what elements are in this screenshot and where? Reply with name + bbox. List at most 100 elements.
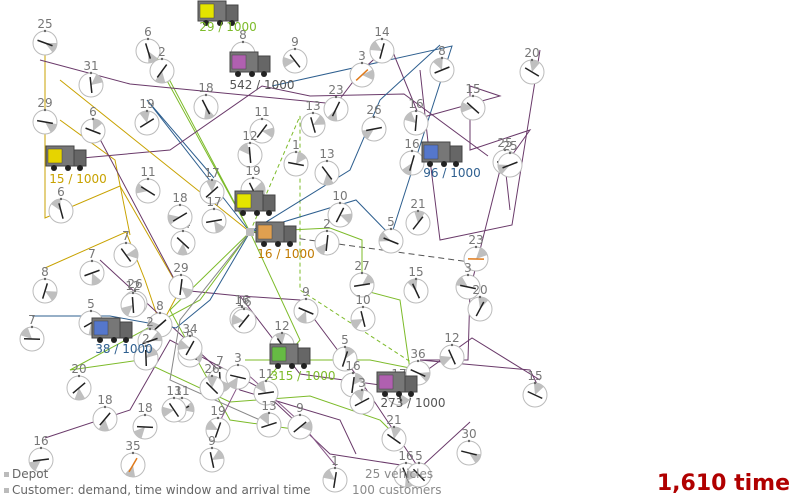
customer-point <box>131 451 135 455</box>
customer-point <box>311 111 315 115</box>
customer-demand-label: 2 <box>323 217 331 231</box>
customer-demand-label: 8 <box>438 44 446 58</box>
vehicle-truck-icon <box>269 343 311 369</box>
customer-point <box>180 396 184 400</box>
time-window-wedge <box>45 291 57 301</box>
truck-wheel <box>217 20 223 26</box>
vehicle-load-label: 29 / 1000 <box>199 20 256 34</box>
customer-node: 11 <box>249 105 275 144</box>
customer-node: 15 <box>522 369 548 408</box>
customer-node: 34 <box>177 322 203 361</box>
time-window-wedge <box>148 51 158 63</box>
customer-point <box>178 203 182 207</box>
customer-point <box>416 359 420 363</box>
customer-demand-label: 12 <box>274 319 289 333</box>
customer-point <box>158 311 162 315</box>
truck-wheel <box>261 241 267 247</box>
legend-depot: Depot <box>4 467 48 481</box>
arrival-time-hand <box>379 43 385 59</box>
arrival-time-hand <box>288 161 304 167</box>
arrival-time-hand <box>41 283 49 299</box>
truck-cargo <box>257 224 273 240</box>
customer-node: 11 <box>253 367 279 406</box>
customer-point <box>360 388 364 392</box>
customer-point <box>440 56 444 60</box>
arrival-time-hand <box>36 119 54 125</box>
customer-point <box>103 405 107 409</box>
arrival-time-hand <box>360 311 366 327</box>
truck-wheel <box>261 71 267 77</box>
customer-point <box>59 197 63 201</box>
customer-point <box>333 466 337 470</box>
arrival-time-hand <box>331 101 341 117</box>
customer-point <box>304 297 308 301</box>
customer-point <box>241 40 245 44</box>
time-window-wedge <box>239 143 250 155</box>
time-window-wedge <box>253 181 265 192</box>
customer-point <box>380 37 384 41</box>
arrival-time-hand <box>128 457 138 473</box>
customer-demand-label: 26 <box>366 103 381 117</box>
customer-node: 10 <box>350 293 376 332</box>
arrival-time-hand <box>412 468 426 482</box>
time-window-wedge <box>275 333 286 345</box>
customer-point <box>293 47 297 51</box>
customer-node: 19 <box>205 404 231 443</box>
customer-demand-label: 17 <box>204 166 219 180</box>
arrival-time-hand <box>179 278 183 296</box>
customer-node: 26 <box>199 362 225 401</box>
customer-demand-label: 13 <box>261 399 276 413</box>
customer-node: 18 <box>132 401 158 440</box>
customer-demand-label: 34 <box>182 322 197 336</box>
customer-point <box>131 291 135 295</box>
customer-demand-label: 9 <box>296 401 304 415</box>
customer-demand-label: 8 <box>239 28 247 42</box>
time-window-wedge <box>407 469 419 481</box>
time-window-wedge <box>433 58 443 70</box>
customer-point <box>148 327 152 331</box>
customer-demand-label: 3 <box>234 351 242 365</box>
customer-demand-label: 9 <box>208 434 216 448</box>
customer-point <box>414 109 418 113</box>
customer-point <box>267 411 271 415</box>
arrival-time-hand <box>310 117 316 133</box>
customer-node: 7 <box>19 313 45 352</box>
arrival-time-hand <box>354 397 370 407</box>
customer-demand-label: 17 <box>206 195 221 209</box>
customer-point <box>503 148 507 152</box>
time-window-wedge <box>351 319 363 329</box>
arrival-time-hand <box>99 412 111 426</box>
time-window-wedge <box>178 339 190 350</box>
customer-marker-icon <box>4 488 9 493</box>
vehicle-truck-icon <box>376 371 418 397</box>
truck-cargo <box>423 144 439 160</box>
customer-demand-label: 18 <box>198 81 213 95</box>
customer-demand-label: 35 <box>125 439 140 453</box>
customer-point <box>90 259 94 263</box>
time-window-wedge <box>121 305 133 316</box>
customer-node: 18 <box>193 81 219 120</box>
arrival-time-hand <box>466 102 480 114</box>
time-window-wedge <box>45 122 57 133</box>
customer-demand-label: 11 <box>174 384 189 398</box>
customer-node: 21 <box>405 197 431 236</box>
customer-node: 9 <box>282 35 308 74</box>
time-window-wedge <box>402 163 412 175</box>
customer-node: 3 <box>455 261 481 300</box>
customer-demand-label: 12 <box>125 279 140 293</box>
truck-wheel <box>275 363 281 369</box>
customer-node: 1 <box>322 454 348 493</box>
customer-point <box>325 159 329 163</box>
customer-demand-label: 3 <box>464 261 472 275</box>
time-window-wedge <box>227 377 238 389</box>
time-window-wedge <box>362 274 374 285</box>
customer-demand-label: 19 <box>210 404 225 418</box>
truck-cargo <box>378 374 394 390</box>
vehicle-truck-icon <box>45 145 87 171</box>
customer-demand-label: 14 <box>374 25 389 39</box>
customer-point <box>43 29 47 33</box>
arrival-time-hand <box>321 166 333 180</box>
customer-point <box>212 207 216 211</box>
arrival-time-hand <box>355 68 369 82</box>
